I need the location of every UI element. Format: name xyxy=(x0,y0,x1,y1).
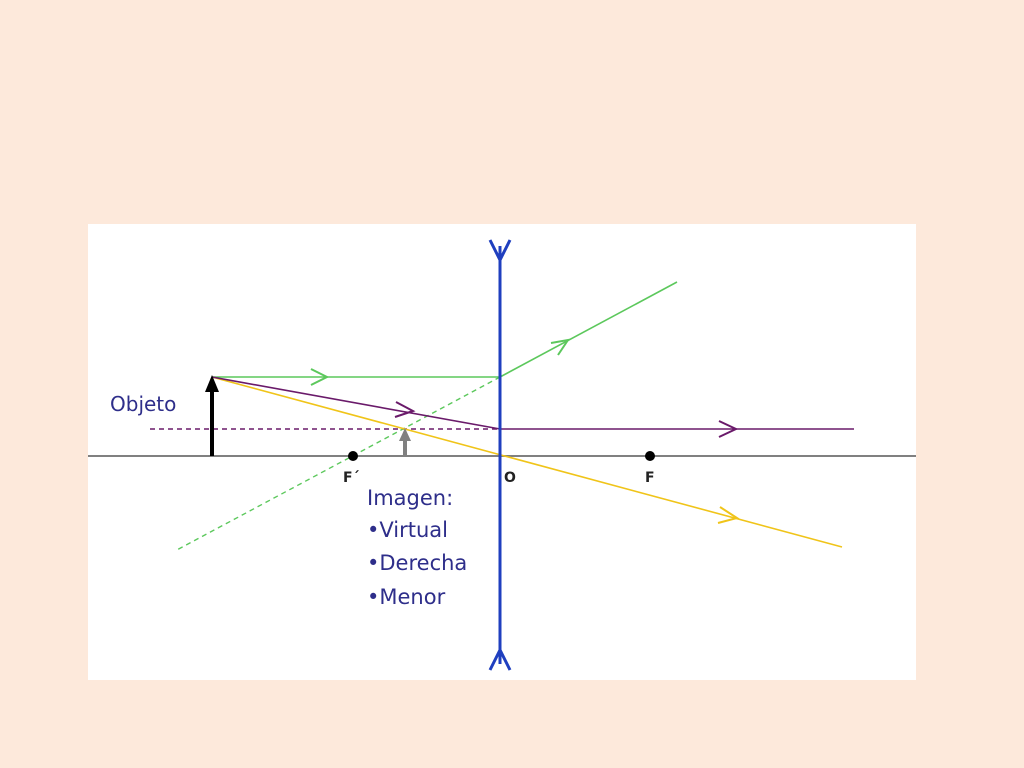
optical-center-label: O xyxy=(504,470,516,486)
image-arrowhead xyxy=(399,428,411,441)
focal-point-left-label: F´ xyxy=(343,470,360,486)
optics-diagram: Objeto F´ O F Imagen: •Virtual •Derecha … xyxy=(88,239,916,671)
parallel-ray-refracted xyxy=(499,281,678,378)
image-property-1: •Virtual xyxy=(367,518,448,542)
diagram-panel: Objeto F´ O F Imagen: •Virtual •Derecha … xyxy=(88,224,916,680)
focal-ray-arrowhead-2 xyxy=(718,420,739,438)
focal-point-right-dot xyxy=(645,451,655,461)
focal-point-right-label: F xyxy=(645,470,655,486)
lens-top-tip xyxy=(488,239,512,264)
object-label: Objeto xyxy=(110,392,176,416)
lens-bottom-tip xyxy=(488,646,512,671)
object-arrowhead xyxy=(205,375,219,392)
focal-ray-incident xyxy=(211,376,501,430)
image-property-3: •Menor xyxy=(367,585,446,609)
center-ray xyxy=(211,376,843,548)
parallel-ray-arrowhead-1 xyxy=(310,368,330,386)
focal-ray-arrowhead-1 xyxy=(394,401,416,418)
focal-point-left-dot xyxy=(348,451,358,461)
parallel-ray-virtual-extension xyxy=(174,376,501,552)
parallel-ray-arrowhead-2 xyxy=(550,338,571,356)
center-ray-arrowhead xyxy=(717,506,740,524)
image-properties-title: Imagen: xyxy=(367,486,453,510)
image-property-2: •Derecha xyxy=(367,551,467,575)
